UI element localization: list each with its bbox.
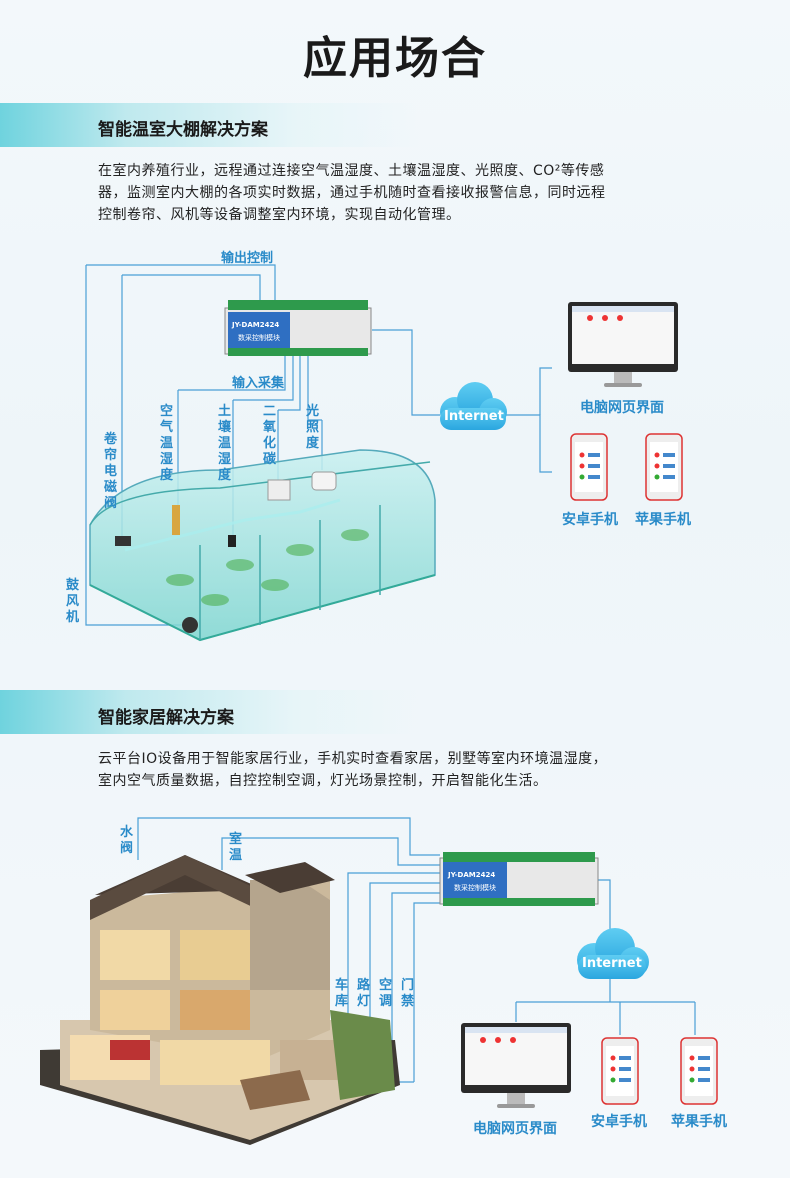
aircon-label: 空调 bbox=[379, 978, 393, 1009]
output-control-label: 输出控制 bbox=[221, 251, 274, 266]
section1-apple-phone bbox=[645, 433, 683, 501]
section1-title: 智能温室大棚解决方案 bbox=[98, 120, 268, 140]
soil-temp-humidity-label: 土壤温湿度 bbox=[218, 404, 232, 483]
section2-description: 云平台IO设备用于智能家居行业，手机实时查看家居，别墅等室内环境温湿度， 室内空… bbox=[98, 748, 698, 792]
section2-pc-label: 电脑网页界面 bbox=[473, 1121, 557, 1137]
co2-label: 二氧化碳 bbox=[263, 404, 277, 467]
section1-desc-line: 在室内养殖行业，远程通过连接空气温湿度、土壤温湿度、光照度、CO²等传感 bbox=[98, 163, 605, 179]
section2-android-phone bbox=[601, 1037, 639, 1105]
input-collect-label: 输入采集 bbox=[232, 376, 285, 391]
section2-device-module bbox=[439, 852, 599, 906]
garage-label: 车库 bbox=[335, 978, 349, 1009]
section2-cloud-label: Internet bbox=[582, 956, 642, 971]
section1-device-model: JY-DAM2424 bbox=[232, 321, 280, 329]
section1-header-bar bbox=[0, 103, 420, 147]
section1-description: 在室内养殖行业，远程通过连接空气温湿度、土壤温湿度、光照度、CO²等传感 器，监… bbox=[98, 160, 698, 226]
room-temp-label: 室温 bbox=[229, 832, 243, 863]
section1-pc-label: 电脑网页界面 bbox=[580, 400, 664, 416]
section2-desc-line: 室内空气质量数据，自控控制空调，灯光场景控制，开启智能化生活。 bbox=[98, 773, 548, 789]
light-label: 光照度 bbox=[306, 404, 320, 451]
greenhouse-illustration bbox=[89, 449, 436, 642]
section1-apple-label: 苹果手机 bbox=[635, 512, 691, 528]
section2-desc-line: 云平台IO设备用于智能家居行业，手机实时查看家居，别墅等室内环境温湿度， bbox=[98, 751, 608, 767]
section2-internet-cloud bbox=[577, 928, 649, 979]
road-light-label: 路灯 bbox=[357, 978, 371, 1009]
section1-pc-monitor bbox=[568, 302, 678, 387]
blower-label: 鼓风机 bbox=[66, 578, 80, 625]
section1-device-name: 数采控制模块 bbox=[238, 334, 280, 342]
section1-android-label: 安卓手机 bbox=[562, 512, 618, 528]
section2-android-label: 安卓手机 bbox=[591, 1114, 647, 1130]
section1-cloud-label: Internet bbox=[444, 409, 504, 424]
section1-internet-cloud bbox=[440, 382, 507, 430]
water-valve-label: 水阀 bbox=[120, 825, 134, 856]
section2-apple-phone bbox=[680, 1037, 718, 1105]
section2-header-bar bbox=[0, 690, 420, 734]
section2-device-name: 数采控制模块 bbox=[454, 884, 496, 892]
door-label: 门禁 bbox=[401, 978, 415, 1009]
curtain-valve-label: 卷帘电磁阀 bbox=[104, 432, 118, 511]
section2-title: 智能家居解决方案 bbox=[98, 708, 234, 728]
section2-pc-monitor bbox=[461, 1023, 571, 1108]
section2-device-model: JY-DAM2424 bbox=[448, 871, 496, 879]
section1-android-phone bbox=[570, 433, 608, 501]
section1-device-module bbox=[224, 300, 372, 356]
air-temp-humidity-label: 空气温湿度 bbox=[160, 404, 174, 483]
page-title: 应用场合 bbox=[303, 33, 487, 84]
section1-desc-line: 器，监测室内大棚的各项实时数据，通过手机随时查看接收报警信息，同时远程 bbox=[98, 185, 606, 201]
section2-wires bbox=[137, 817, 696, 1083]
section1-desc-line: 控制卷帘、风机等设备调整室内环境，实现自动化管理。 bbox=[98, 207, 461, 223]
house-illustration bbox=[40, 855, 400, 1145]
section2-apple-label: 苹果手机 bbox=[671, 1114, 727, 1130]
